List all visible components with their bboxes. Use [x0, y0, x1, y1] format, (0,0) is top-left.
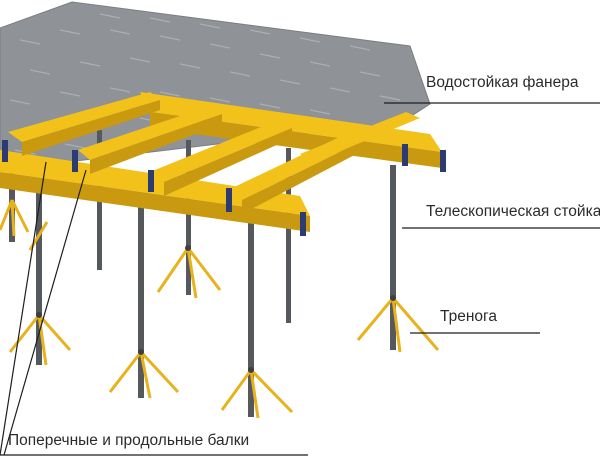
tripod-label: Тренога — [440, 308, 497, 325]
callout-lines — [0, 102, 600, 456]
beam-clamps — [2, 140, 446, 236]
plywood-label: Водостойкая фанера — [426, 74, 579, 91]
beams-label: Поперечные и продольные балки — [8, 432, 250, 449]
telescopic-prop-label: Телескопическая стойка — [426, 203, 600, 220]
beams — [0, 92, 442, 232]
tripods — [0, 199, 440, 419]
